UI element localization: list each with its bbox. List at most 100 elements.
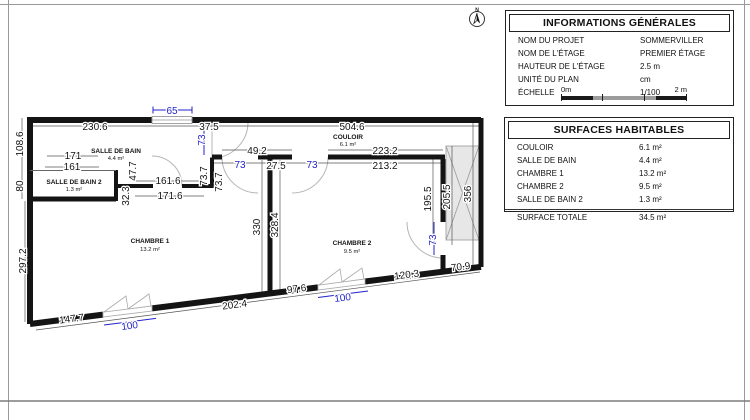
dimension-label: 205.5 [442, 184, 453, 209]
room-label: COULOIR [333, 134, 363, 141]
opening-dimension-label: 65 [166, 106, 178, 117]
dimension-label: 356 [463, 185, 474, 202]
compass-north-label: N [475, 8, 479, 14]
dimension-label: 97.6 [286, 283, 307, 296]
dimension-label: 202.4 [222, 298, 249, 312]
dimension-label: 120.3 [394, 268, 421, 282]
surface-row: CHAMBRE 2 9.5 m² [505, 181, 733, 194]
dimension-label: 223.2 [372, 146, 397, 157]
dimension-label: 32.3 [121, 186, 132, 206]
dimension-label: 213.2 [372, 161, 397, 172]
info-row: UNITÉ DU PLAN cm [506, 74, 733, 87]
info-label: ÉCHELLE [518, 88, 555, 98]
dimension-label: 37.5 [199, 122, 219, 133]
opening-dimension-label: 73 [306, 160, 318, 171]
surface-row: COULOIR 6.1 m² [505, 141, 733, 154]
surface-label: SALLE DE BAIN 2 [517, 195, 583, 205]
dimension-label: 73.7 [214, 172, 225, 192]
outer-wall-bottom [29, 263, 482, 327]
surface-label: COULOIR [517, 142, 554, 152]
door-arcs [151, 121, 444, 259]
dimension-label: 171 [65, 151, 82, 162]
surface-total-row: SURFACE TOTALE 34.5 m² [505, 208, 733, 225]
dimension-lines [21, 118, 481, 331]
info-label: NOM DU PROJET [518, 35, 585, 45]
surface-label: CHAMBRE 2 [517, 182, 564, 192]
room-area: 13.2 m² [140, 247, 160, 253]
surface-value: 6.1 m² [639, 142, 662, 152]
window-symbols [102, 116, 366, 318]
room-label: SALLE DE BAIN 2 [46, 179, 102, 186]
opening-dimension-label: 73 [234, 160, 246, 171]
info-label: UNITÉ DU PLAN [518, 75, 579, 85]
dimension-labels: 230.6 37.5 504.6 108.6 80 297.2 171 161 … [14, 121, 476, 328]
dimension-label: 230.6 [82, 122, 107, 133]
dimension-label: 80 [15, 180, 26, 192]
info-label: NOM DE L'ÉTAGE [518, 48, 585, 58]
room-labels: SALLE DE BAIN 4.4 m² SALLE DE BAIN 2 1.3… [46, 133, 373, 256]
info-value: 2.5 m [640, 61, 661, 71]
info-label: HAUTEUR DE L'ÉTAGE [518, 61, 605, 71]
info-value: cm [640, 75, 651, 85]
surfaces-panel-title: SURFACES HABITABLES [508, 121, 730, 139]
window-symbol [317, 267, 366, 291]
walls [27, 117, 484, 327]
surface-value: 1.3 m² [639, 195, 662, 205]
room-label: SALLE DE BAIN [91, 148, 141, 155]
opening-dimension-label: 73 [428, 234, 439, 246]
dimension-label: 147.7 [59, 312, 86, 326]
surface-value: 9.5 m² [639, 182, 662, 192]
surface-row: SALLE DE BAIN 4.4 m² [505, 154, 733, 167]
compass-icon: N [469, 8, 485, 27]
dimension-label: 73.7 [199, 166, 210, 186]
dimension-label: 49.2 [247, 146, 267, 157]
info-value: 1/100 [640, 88, 661, 98]
dimension-label: 504.6 [339, 122, 364, 133]
room-label: CHAMBRE 1 [131, 238, 170, 245]
info-panel: INFORMATIONS GÉNÉRALES NOM DU PROJET SOM… [505, 10, 734, 106]
dimension-label: 47.7 [128, 161, 139, 181]
info-value: SOMMERVILLER [640, 35, 704, 45]
surfaces-panel: SURFACES HABITABLES COULOIR 6.1 m² SALLE… [504, 117, 734, 222]
info-row: HAUTEUR DE L'ÉTAGE 2.5 m [506, 60, 733, 73]
room-area: 9.5 m² [344, 249, 360, 255]
scale-bar-segments [561, 96, 687, 100]
opening-dimension-label: 73 [197, 134, 208, 146]
dimension-label: 161 [64, 162, 81, 173]
opening-dimension-labels: 65 73 73 73 73 100 100 [119, 105, 440, 335]
surface-value: 13.2 m² [639, 168, 667, 178]
info-value: PREMIER ÉTAGE [640, 48, 706, 58]
door-arc [406, 221, 444, 259]
room-area: 6.1 m² [340, 142, 356, 148]
info-panel-title: INFORMATIONS GÉNÉRALES [509, 14, 730, 32]
opening-dimension-lines [103, 106, 435, 326]
surface-total-label: SURFACE TOTALE [517, 212, 588, 222]
surface-row: SALLE DE BAIN 2 1.3 m² [505, 194, 733, 207]
dimension-label: 108.6 [15, 131, 26, 156]
scale-label-start: 0m [561, 85, 572, 94]
info-row: ÉCHELLE 1/100 [506, 87, 733, 100]
room-area: 4.4 m² [108, 156, 124, 162]
info-row: NOM DE L'ÉTAGE PREMIER ÉTAGE [506, 47, 733, 60]
dimension-label: 330 [252, 218, 263, 235]
dimension-label: 195.5 [423, 186, 434, 211]
scale-label-end: 2 m [674, 85, 687, 94]
surface-total-value: 34.5 m² [639, 212, 667, 222]
room-area: 1.3 m² [66, 187, 82, 193]
surface-label: CHAMBRE 1 [517, 168, 564, 178]
room-label: CHAMBRE 2 [333, 240, 372, 247]
info-row: NOM DU PROJET SOMMERVILLER [506, 34, 733, 47]
dimension-label: 297.2 [18, 248, 29, 273]
window-symbol [102, 293, 153, 318]
opening-dimension-label: 100 [121, 320, 139, 333]
opening-dimension-label: 100 [334, 292, 352, 305]
dimension-label: 27.5 [266, 161, 286, 172]
dimension-label: 70.9 [450, 261, 471, 274]
dimension-label: 171.6 [157, 191, 182, 202]
dimension-label: 328.4 [270, 212, 281, 237]
surface-label: SALLE DE BAIN [517, 155, 577, 165]
surface-value: 4.4 m² [639, 155, 662, 165]
stairs-cross [445, 145, 480, 241]
